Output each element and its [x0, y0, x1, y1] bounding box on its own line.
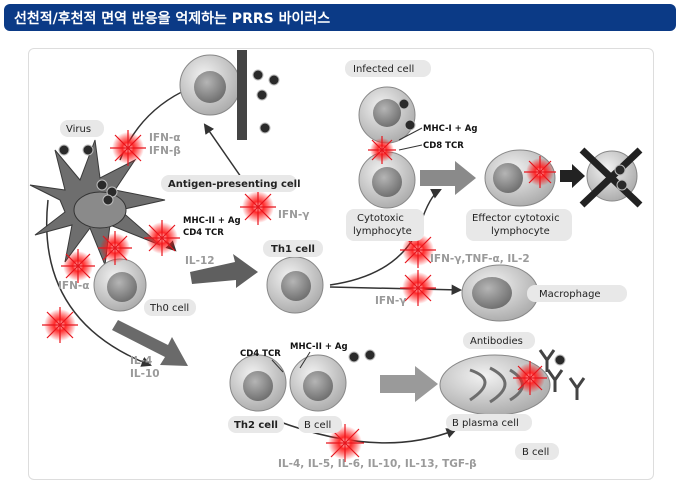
- label-th0: Th0 cell: [149, 303, 189, 314]
- label-ifn-a-top: IFN-α: [149, 132, 180, 144]
- label-pills: [60, 60, 627, 460]
- label-mhc2-apc: MHC-II + Ag: [183, 216, 241, 226]
- label-effector-1: Effector cytotoxic: [472, 213, 560, 224]
- label-ifng-mac: IFN-γ: [375, 295, 406, 307]
- label-plasma: B plasma cell: [452, 418, 519, 429]
- burst-ifn-ab: [110, 130, 146, 166]
- burst-apc-center: [98, 231, 132, 265]
- label-ctl-2: lymphocyte: [353, 226, 412, 237]
- label-effector-2: lymphocyte: [491, 226, 550, 237]
- burst-th1-mac: [400, 270, 436, 306]
- burst-apc-mhc2: [144, 220, 180, 256]
- label-il12: IL-12: [185, 255, 215, 267]
- cell-dead: [579, 147, 643, 208]
- label-ifn-b-top: IFN-β: [149, 145, 181, 157]
- label-infected: Infected cell: [353, 64, 414, 75]
- text-labels: Virus IFN-α IFN-β Antigen-presenting cel…: [58, 64, 601, 470]
- title-bar: 선천적/후천적 면역 반응을 억제하는 PRRS 바이러스: [4, 4, 676, 31]
- inhibition-bursts: [42, 130, 556, 462]
- label-ifng-apc: IFN-γ: [278, 209, 309, 221]
- apc-dendritic-cell: [29, 139, 166, 267]
- label-th1: Th1 cell: [271, 244, 315, 255]
- label-cd4tcr-apc: CD4 TCR: [183, 228, 224, 238]
- label-cytokines: IL-4, IL-5, IL-6, IL-10, IL-13, TGF-β: [278, 458, 477, 470]
- burst-plasma: [513, 361, 547, 395]
- label-apc: Antigen-presenting cell: [168, 179, 301, 190]
- label-cd4tcr-b: CD4 TCR: [240, 349, 281, 359]
- thick-arrow-th0-to-th1: [190, 254, 258, 288]
- burst-apc-ifng: [240, 189, 276, 225]
- label-antibodies: Antibodies: [470, 336, 523, 347]
- burst-ifna-left: [61, 249, 95, 283]
- virus-particles: [58, 69, 628, 366]
- label-il4: IL-4: [130, 355, 152, 367]
- label-bcell-2: B cell: [522, 447, 549, 458]
- label-ifna-left: IFN-α: [58, 280, 89, 292]
- label-bcell: B cell: [304, 420, 331, 431]
- tcr-connectors: [271, 127, 423, 373]
- burst-left-edge: [42, 307, 78, 343]
- label-virus: Virus: [66, 124, 91, 135]
- label-ifng-tnf: IFN-γ,TNF-α, IL-2: [430, 253, 530, 265]
- cell-th2: [229, 354, 287, 412]
- cell-th1: [266, 256, 324, 314]
- antibody-icons: [538, 349, 586, 400]
- burst-ctl-mhc1: [368, 136, 396, 164]
- cell-macrophage: [461, 264, 539, 322]
- cell-infected: [358, 86, 416, 144]
- membrane-bar: [237, 50, 247, 140]
- label-ctl-1: Cytotoxic: [357, 213, 404, 224]
- cell-b: [289, 354, 347, 412]
- label-mhc2-b: MHC-II + Ag: [290, 342, 348, 352]
- diagram-title: 선천적/후천적 면역 반응을 억제하는 PRRS 바이러스: [14, 11, 331, 27]
- label-th2: Th2 cell: [234, 420, 278, 431]
- burst-effector: [524, 156, 556, 188]
- arrow-th1-to-macrophage: [329, 284, 463, 296]
- thick-arrow-b-to-plasma: [380, 366, 438, 402]
- thick-arrow-ctl-to-effector: [420, 161, 476, 195]
- thick-arrow-effector-to-dead: [560, 164, 585, 188]
- thick-arrows: [112, 161, 585, 402]
- label-il10: IL-10: [130, 368, 160, 380]
- label-cd8tcr: CD8 TCR: [423, 141, 464, 151]
- burst-cytokines: [326, 424, 364, 462]
- cell-th0: [93, 258, 147, 312]
- burst-th1-ctl: [400, 232, 436, 268]
- cell-cytotoxic: [358, 151, 416, 209]
- label-macrophage: Macrophage: [539, 289, 601, 300]
- label-mhc1: MHC-I + Ag: [423, 124, 477, 134]
- thick-arrow-th0-to-th2: [112, 320, 188, 366]
- cell-presenting: [179, 50, 247, 140]
